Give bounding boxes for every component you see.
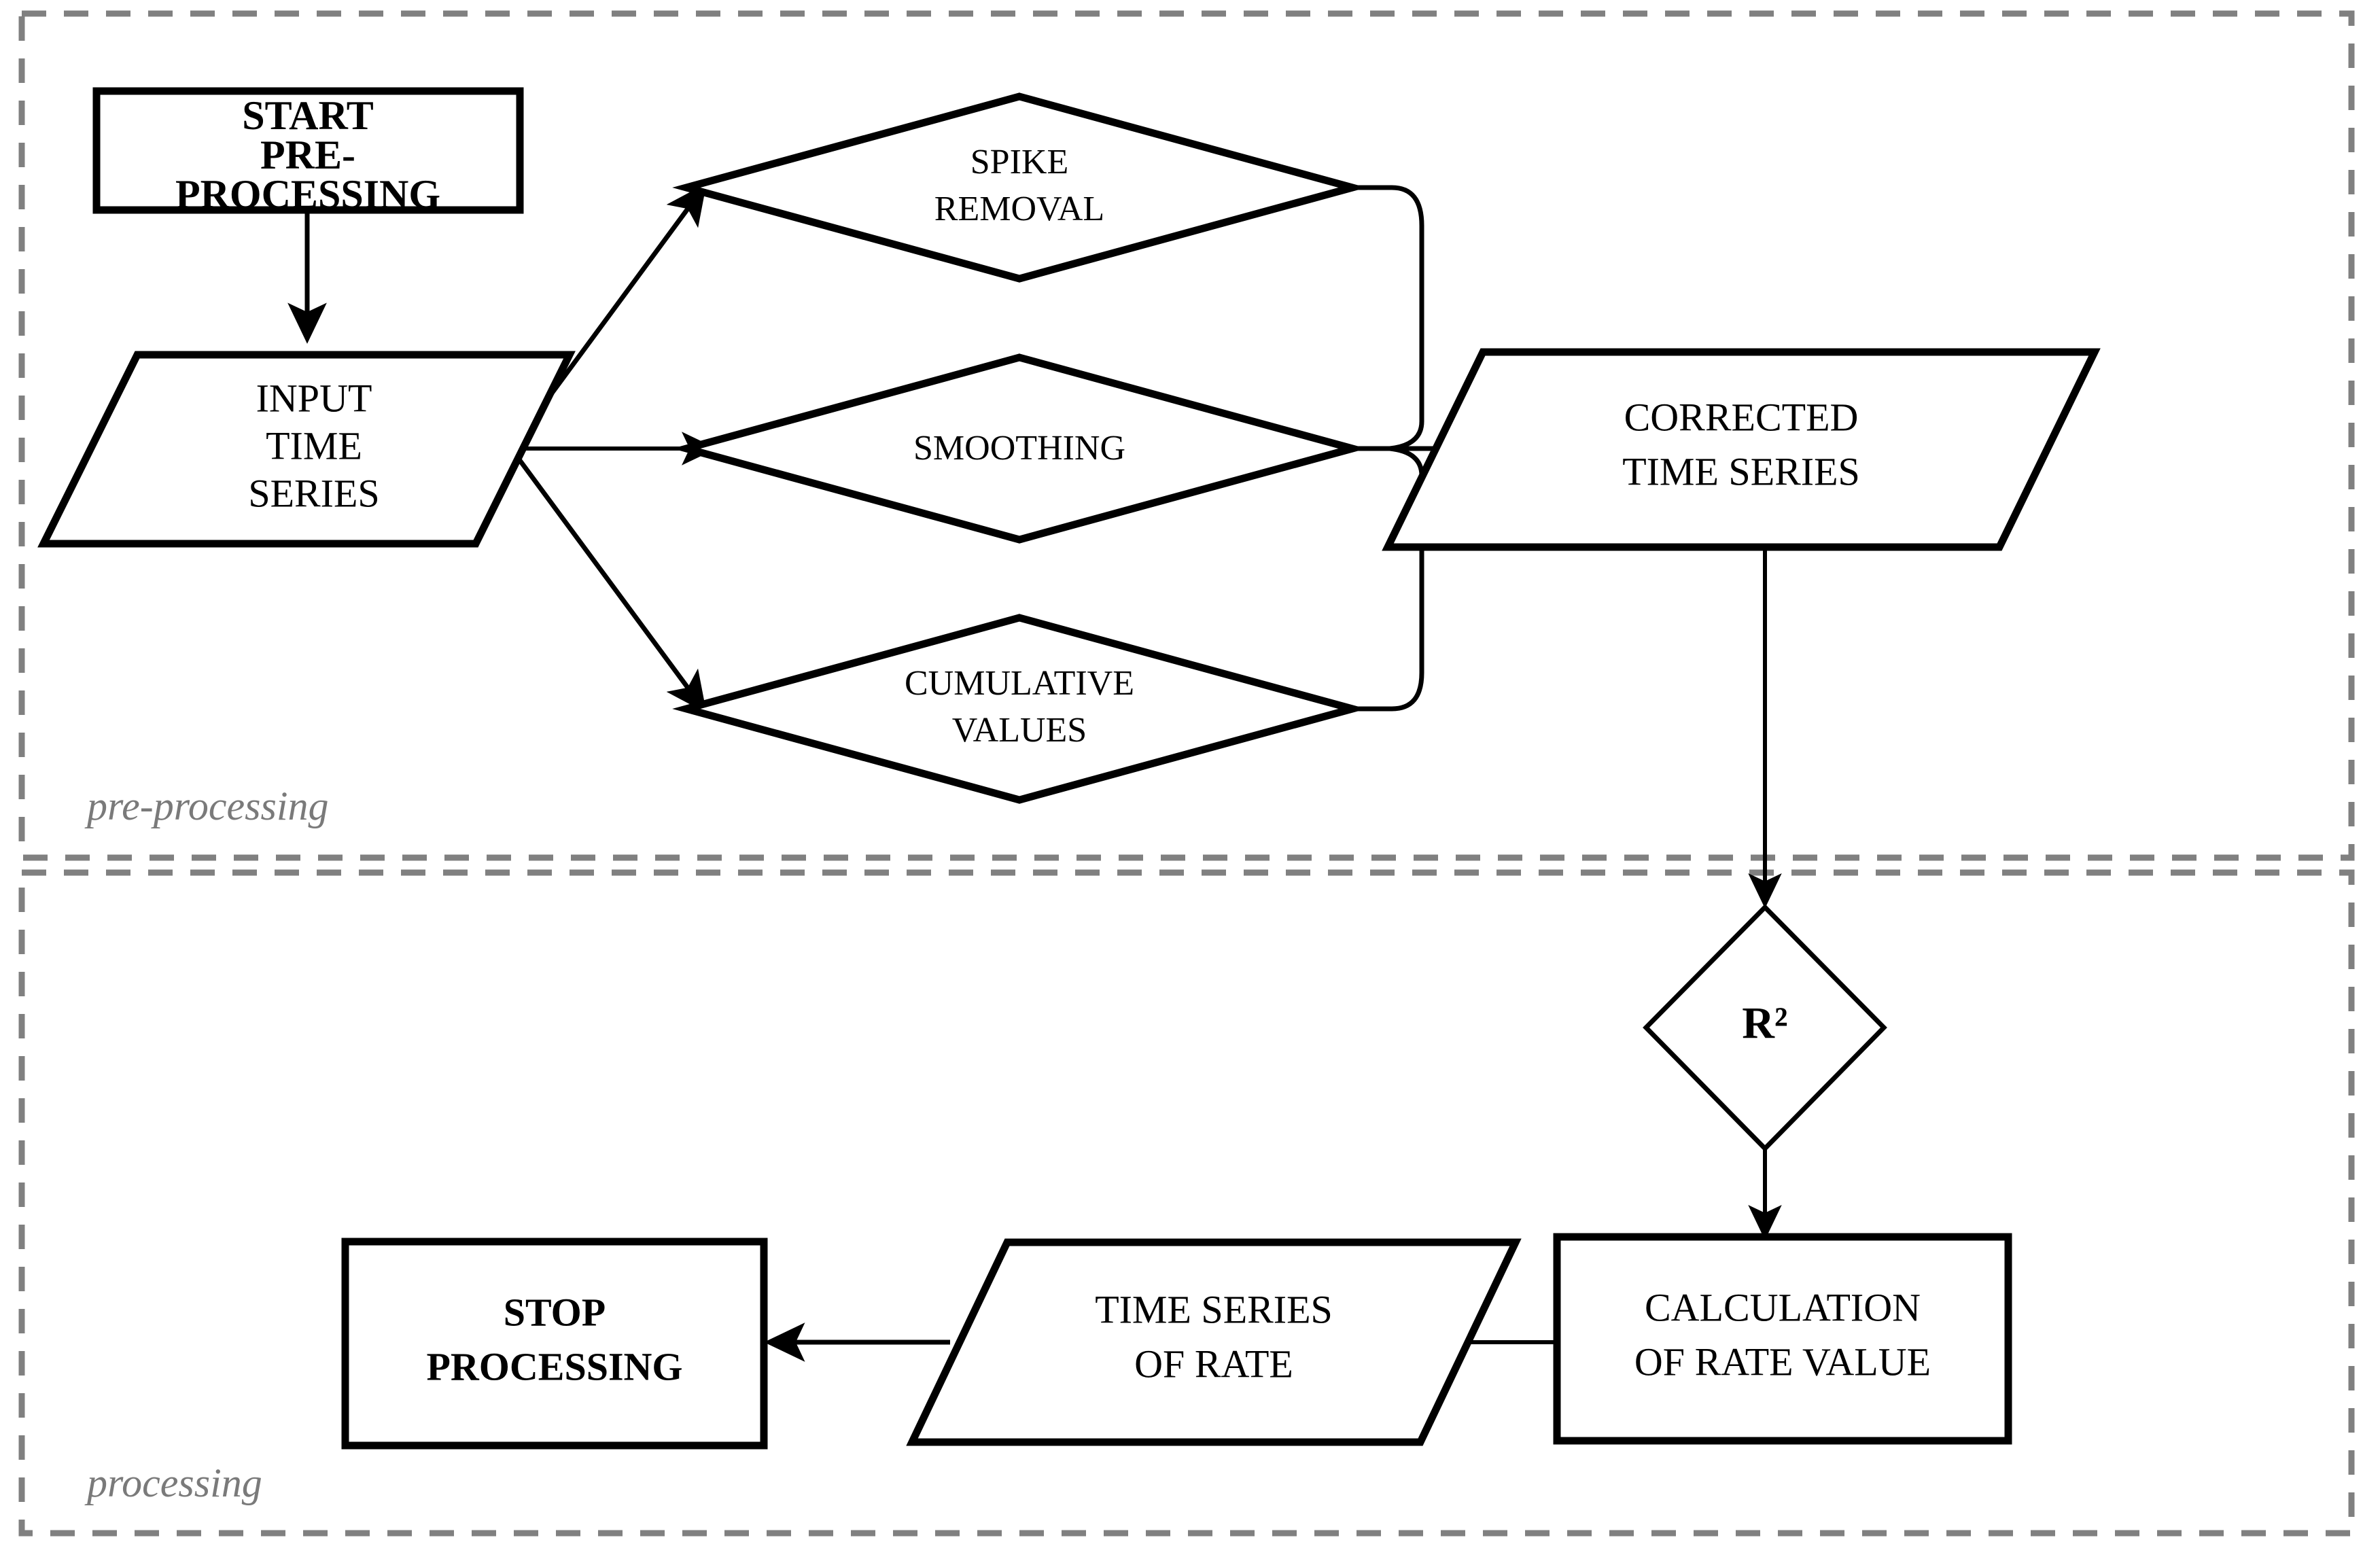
edge-cumulative-to-corrected xyxy=(1352,446,1424,712)
node-corrected-line-0: CORRECTED xyxy=(1624,395,1859,439)
node-rate-series[interactable]: TIME SERIES OF RATE xyxy=(906,1238,1522,1446)
node-rate-series-line-0: TIME SERIES xyxy=(1095,1287,1333,1331)
region-processing-border xyxy=(18,869,2355,1537)
node-calculation-line-0: CALCULATION xyxy=(1645,1285,1921,1329)
node-stop[interactable]: STOP PROCESSING xyxy=(341,1238,768,1450)
node-r2[interactable]: R² xyxy=(1643,904,1887,1152)
node-start-line-0: START xyxy=(242,93,374,138)
node-cumulative-line-0: CUMULATIVE xyxy=(905,664,1134,703)
node-cumulative-values[interactable]: CUMULATIVE VALUES xyxy=(672,614,1367,804)
node-input-line-1: TIME xyxy=(266,423,362,468)
node-smoothing[interactable]: SMOOTHING xyxy=(672,353,1367,544)
node-input-line-0: INPUT xyxy=(256,376,372,420)
node-smoothing-line-0: SMOOTHING xyxy=(913,429,1125,468)
edge-spike-to-corrected xyxy=(1352,185,1424,451)
node-calculation[interactable]: CALCULATION OF RATE VALUE xyxy=(1553,1233,2012,1445)
node-stop-line-1: PROCESSING xyxy=(426,1344,682,1388)
node-start-line-1: PRE- xyxy=(260,133,355,177)
node-corrected-line-1: TIME SERIES xyxy=(1622,449,1860,493)
region-caption-pre-processing: pre-processing xyxy=(84,784,329,828)
region-pre-processing-border xyxy=(18,10,2355,861)
node-calculation-line-1: OF RATE VALUE xyxy=(1634,1339,1931,1384)
node-corrected-time-series[interactable]: CORRECTED TIME SERIES xyxy=(1382,348,2101,551)
node-cumulative-line-1: VALUES xyxy=(952,711,1087,750)
region-caption-processing: processing xyxy=(84,1460,262,1505)
node-r2-label: R² xyxy=(1742,998,1787,1048)
node-stop-line-0: STOP xyxy=(504,1290,606,1334)
node-rate-series-line-1: OF RATE xyxy=(1134,1342,1293,1386)
node-start[interactable]: START PRE- PROCESSING xyxy=(92,87,524,217)
node-spike-line-1: REMOVAL xyxy=(934,190,1104,228)
node-spike-removal[interactable]: SPIKE REMOVAL xyxy=(672,92,1367,283)
node-input-line-2: SERIES xyxy=(248,471,379,515)
edge-input-to-cumulative xyxy=(509,446,707,714)
node-input[interactable]: INPUT TIME SERIES xyxy=(37,351,576,548)
node-start-line-2: PROCESSING xyxy=(175,172,440,217)
node-spike-line-0: SPIKE xyxy=(970,143,1068,181)
